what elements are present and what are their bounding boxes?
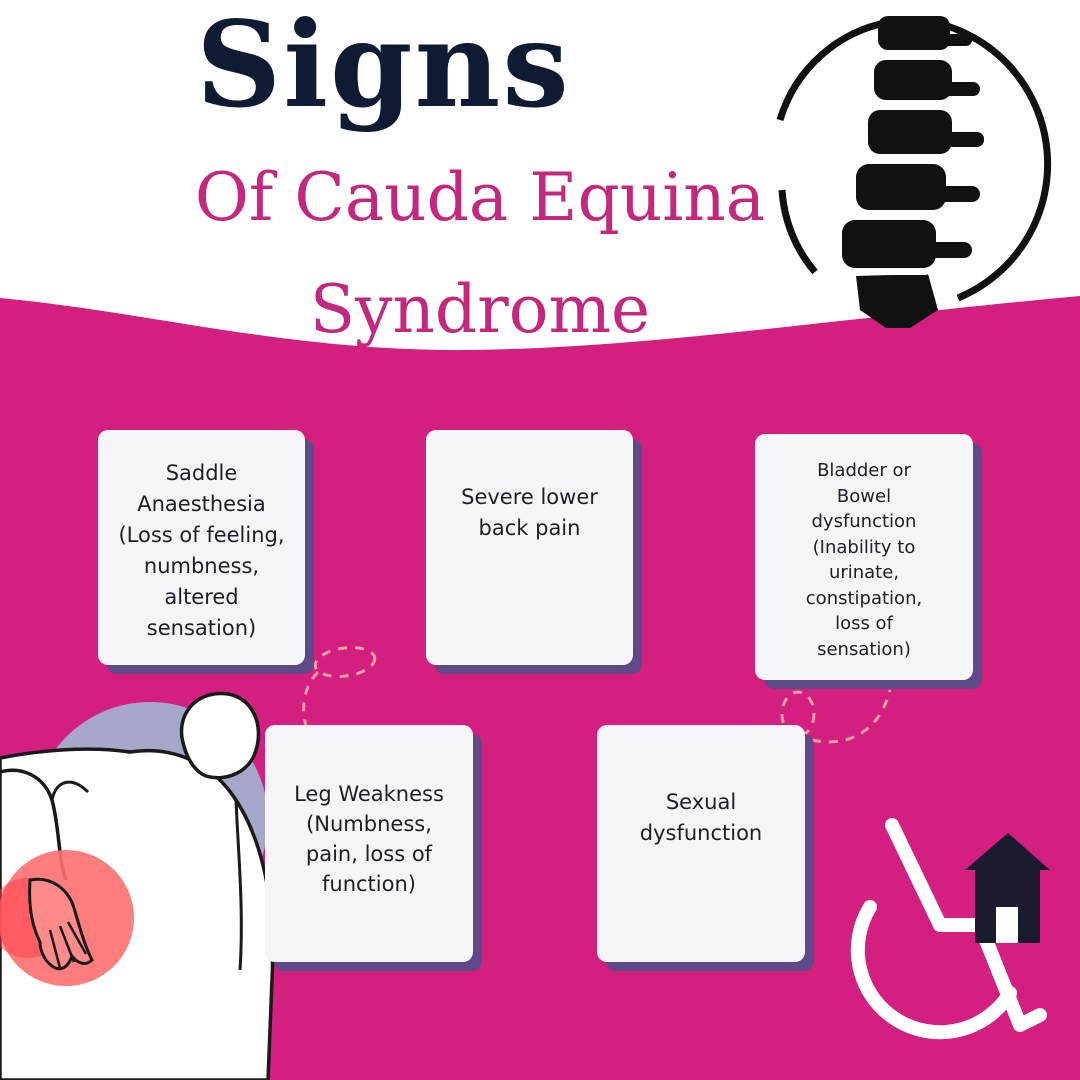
symptom-card-text: Leg Weakness (Numbness, pain, loss of fu… bbox=[294, 782, 444, 896]
title-subtitle: Of Cauda Equina Syndrome bbox=[194, 159, 766, 348]
symptom-card-bladder-bowel: Bladder or Bowel dysfunction (Inability … bbox=[755, 434, 973, 680]
symptom-card-text: Severe lower back pain bbox=[461, 485, 598, 540]
symptom-card-text: Sexual dysfunction bbox=[639, 790, 763, 845]
symptom-card-leg-weakness: Leg Weakness (Numbness, pain, loss of fu… bbox=[265, 725, 473, 962]
symptom-card-lower-back-pain: Severe lower back pain bbox=[426, 430, 633, 665]
symptom-card-text: Saddle Anaesthesia (Loss of feeling, num… bbox=[118, 461, 285, 640]
spine-vertebrae-icon bbox=[776, 16, 1052, 328]
symptom-card-text: Bladder or Bowel dysfunction (Inability … bbox=[805, 460, 923, 660]
back-pain-person-illustration bbox=[0, 691, 275, 1080]
symptom-card-sexual-dysfunction: Sexual dysfunction bbox=[597, 725, 805, 962]
symptom-card-saddle-anaesthesia: Saddle Anaesthesia (Loss of feeling, num… bbox=[98, 430, 305, 665]
accessible-home-icon bbox=[850, 818, 1050, 1040]
title-signs: Signs bbox=[196, 0, 571, 134]
